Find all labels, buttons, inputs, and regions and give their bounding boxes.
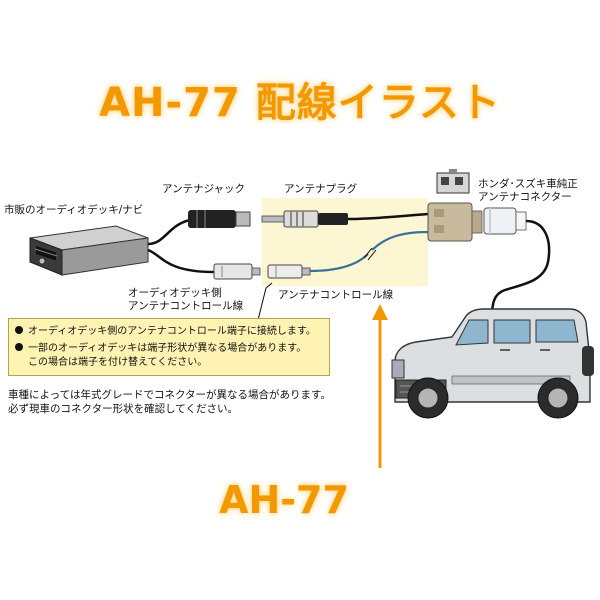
- harness-connector-icon: [427, 202, 483, 242]
- note-item: オーディオデッキ側のアンテナコントロール端子に接続します。: [15, 326, 316, 338]
- vehicle-note: 車種によっては年式グレードでコネクターが異なる場合があります。 必ず現車のコネク…: [8, 388, 331, 416]
- deck-control-cable: [147, 248, 215, 274]
- oem-connector-label-line1: ホンダ･スズキ車純正: [478, 178, 578, 190]
- deck-antenna-cable: [147, 218, 191, 246]
- bullet-icon: [15, 326, 23, 334]
- note-pointer: [257, 287, 267, 321]
- audio-deck-icon: [29, 225, 149, 276]
- note-text: 一部のオーディオデッキは端子形状が異なる場合があります。: [28, 343, 307, 354]
- bullet-icon: [15, 343, 23, 351]
- diagram-title: AH-77 配線イラスト: [99, 80, 501, 126]
- vehicle-illustration: [391, 308, 594, 419]
- vehicle-note-line: 必ず現車のコネクター形状を確認してください。: [8, 403, 238, 415]
- oem-connector-label-line2: アンテナコネクター: [478, 191, 572, 203]
- note-item: 一部のオーディオデッキは端子形状が異なる場合があります。: [15, 343, 306, 355]
- product-code: AH-77: [0, 478, 600, 522]
- note-text-continued: この場合は端子を付け替えてください。: [28, 357, 208, 368]
- vehicle-note-line: 車種によっては年式グレードでコネクターが異なる場合があります。: [8, 389, 331, 401]
- antenna-plug-icon: [261, 210, 348, 228]
- antenna-jack-label: アンテナジャック: [162, 183, 246, 195]
- antenna-jack-icon: [188, 210, 251, 228]
- deck-control-terminal-icon: [213, 263, 261, 280]
- oem-connector-small-icon: [436, 169, 470, 194]
- car-antenna-cable: [490, 219, 551, 319]
- plug-cable: [347, 212, 429, 221]
- arrow-icon: [372, 304, 388, 468]
- control-wire-label: アンテナコントロール線: [278, 289, 394, 301]
- antenna-plug-label: アンテナプラグ: [284, 183, 358, 195]
- control-terminal-icon: [267, 264, 311, 279]
- deck-side-label-line1: オーディオデッキ側: [128, 287, 222, 299]
- product-code-text: AH-77: [219, 478, 349, 522]
- deck-side-label-line2: アンテナコントロール線: [128, 300, 244, 312]
- note-text: オーディオデッキ側のアンテナコントロール端子に接続します。: [28, 326, 316, 337]
- oem-connector-icon: [483, 207, 527, 235]
- note-box: オーディオデッキ側のアンテナコントロール端子に接続します。 一部のオーディオデッ…: [8, 318, 330, 376]
- deck-label: 市販のオーディオデッキ/ナビ: [4, 204, 144, 216]
